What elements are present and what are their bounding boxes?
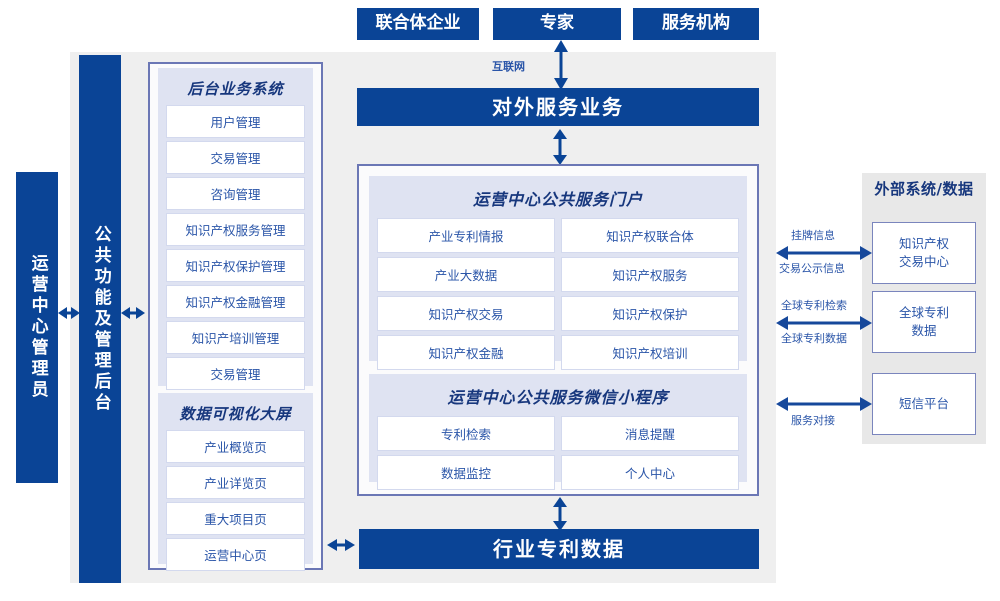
backoffice-title: 后台业务系统 — [187, 80, 284, 98]
external-box-ip-trading-center[interactable]: 知识产权交易中心 — [872, 222, 976, 284]
portal-group: 运营中心公共服务门户 产业专利情报 知识产权联合体 产业大数据 知识产权服务 知… — [369, 176, 747, 370]
external-connector-arrow-trading — [776, 246, 872, 260]
industry-patent-data-label: 行业专利数据 — [493, 536, 625, 561]
modules-to-industry-data-arrow — [327, 539, 355, 551]
miniprogram-grid: 专利检索 消息提醒 数据监控 个人中心 — [377, 416, 739, 490]
external-label-global-patent-data: 全球专利数据 — [781, 332, 847, 345]
role-label: 运营中心管理员 — [27, 254, 48, 401]
miniprogram-group: 运营中心公共服务微信小程序 专利检索 消息提醒 数据监控 个人中心 — [369, 374, 747, 490]
actor-label: 专家 — [540, 13, 574, 34]
actor-box-consortium[interactable]: 联合体企业 — [357, 8, 479, 40]
external-label-trade-disclosure: 交易公示信息 — [779, 262, 845, 275]
external-connector-arrow-sms — [776, 397, 872, 411]
portal-grid: 产业专利情报 知识产权联合体 产业大数据 知识产权服务 知识产权交易 知识产权保… — [377, 218, 739, 370]
miniprogram-item[interactable]: 专利检索 — [377, 416, 555, 451]
miniprogram-title: 运营中心公共服务微信小程序 — [447, 388, 669, 407]
miniprogram-item[interactable]: 个人中心 — [561, 455, 739, 490]
backoffice-item[interactable]: 知识产培训管理 — [166, 321, 305, 354]
portal-item[interactable]: 产业大数据 — [377, 257, 555, 292]
backoffice-item[interactable]: 知识产权服务管理 — [166, 213, 305, 246]
portal-item[interactable]: 知识产权保护 — [561, 296, 739, 331]
miniprogram-item[interactable]: 消息提醒 — [561, 416, 739, 451]
internet-arrow — [554, 40, 568, 90]
external-box-label: 知识产权交易中心 — [898, 235, 949, 269]
dashboard-item[interactable]: 重大项目页 — [166, 502, 305, 535]
dashboard-item[interactable]: 运营中心页 — [166, 538, 305, 571]
external-box-label: 全球专利数据 — [898, 304, 949, 338]
dashboard-item[interactable]: 产业概览页 — [166, 430, 305, 463]
portal-item[interactable]: 知识产权服务 — [561, 257, 739, 292]
external-box-sms-platform[interactable]: 短信平台 — [872, 373, 976, 435]
role-bar-common-admin-backend[interactable]: 公共功能及管理后台 — [79, 55, 121, 583]
backoffice-item[interactable]: 用户管理 — [166, 105, 305, 138]
external-systems-title: 外部系统/数据 — [874, 180, 974, 198]
external-label-listing-info: 挂牌信息 — [791, 229, 835, 242]
external-box-label: 短信平台 — [898, 395, 949, 411]
external-label-global-patent-search: 全球专利检索 — [781, 299, 847, 312]
portal-item[interactable]: 知识产权联合体 — [561, 218, 739, 253]
admin-to-backend-arrow — [58, 307, 80, 319]
portal-item[interactable]: 产业专利情报 — [377, 218, 555, 253]
services-to-industry-data-arrow — [553, 497, 567, 531]
external-service-bar[interactable]: 对外服务业务 — [357, 88, 759, 126]
actor-box-service-org[interactable]: 服务机构 — [633, 8, 759, 40]
backoffice-item[interactable]: 交易管理 — [166, 141, 305, 174]
backoffice-item[interactable]: 知识产权保护管理 — [166, 249, 305, 282]
industry-patent-data-bar[interactable]: 行业专利数据 — [359, 529, 759, 569]
backoffice-item[interactable]: 知识产权金融管理 — [166, 285, 305, 318]
service-to-portal-arrow — [553, 129, 567, 165]
portal-item[interactable]: 知识产权交易 — [377, 296, 555, 331]
backoffice-item[interactable]: 交易管理 — [166, 357, 305, 390]
backend-to-modules-arrow — [121, 307, 145, 319]
dashboard-item[interactable]: 产业详览页 — [166, 466, 305, 499]
miniprogram-item[interactable]: 数据监控 — [377, 455, 555, 490]
backoffice-group: 后台业务系统 用户管理 交易管理 咨询管理 知识产权服务管理 知识产权保护管理 … — [158, 68, 313, 426]
external-box-global-patent-data[interactable]: 全球专利数据 — [872, 291, 976, 353]
dashboard-group: 数据可视化大屏 产业概览页 产业详览页 重大项目页 运营中心页 — [158, 393, 313, 571]
actor-label: 联合体企业 — [375, 13, 461, 34]
external-service-label: 对外服务业务 — [492, 94, 624, 119]
backoffice-item[interactable]: 咨询管理 — [166, 177, 305, 210]
actor-box-expert[interactable]: 专家 — [493, 8, 621, 40]
portal-item[interactable]: 知识产权培训 — [561, 335, 739, 370]
internet-label: 互联网 — [492, 60, 525, 73]
role-bar-operations-admin[interactable]: 运营中心管理员 — [16, 172, 58, 483]
portal-item[interactable]: 知识产权金融 — [377, 335, 555, 370]
role-label: 公共功能及管理后台 — [90, 224, 111, 414]
portal-title: 运营中心公共服务门户 — [472, 190, 643, 209]
dashboard-title: 数据可视化大屏 — [179, 405, 292, 423]
external-connector-arrow-global-patent — [776, 316, 872, 330]
actor-label: 服务机构 — [662, 13, 730, 34]
external-label-service-docking: 服务对接 — [791, 414, 835, 427]
